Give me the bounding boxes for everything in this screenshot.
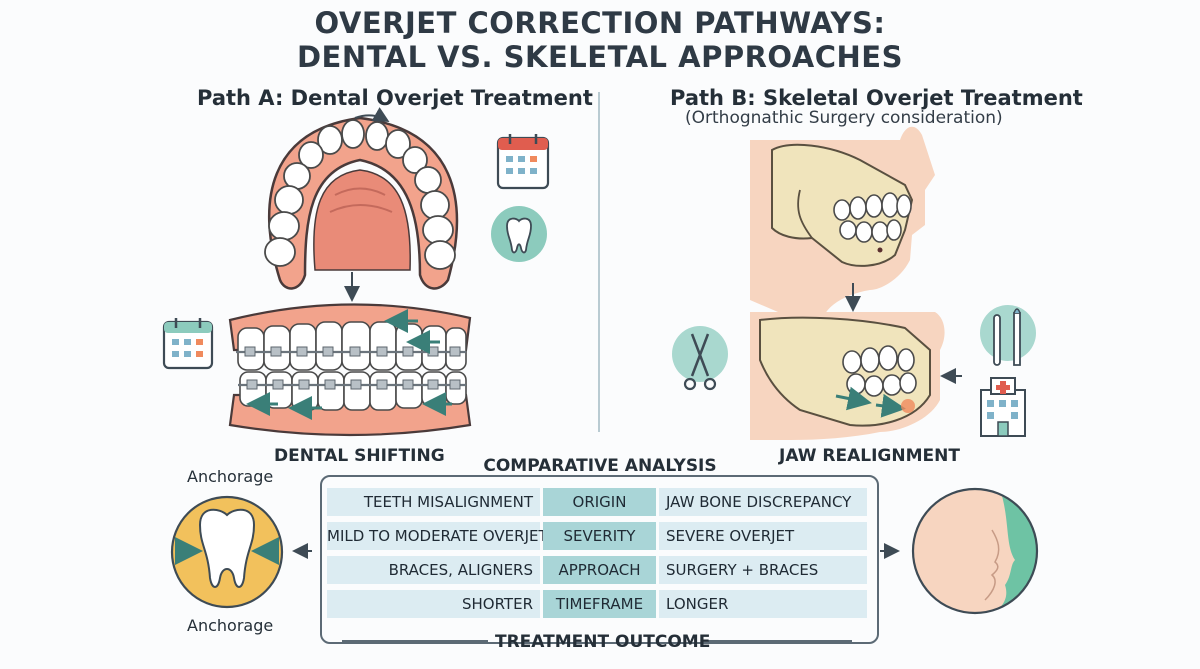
braces-illustration: [228, 303, 472, 437]
comparison-table-frame: [320, 475, 879, 644]
page-title-line-1: OVERJET CORRECTION PATHWAYS:: [314, 6, 886, 40]
comparison-row-approach: BRACES, ALIGNERS APPROACH SURGERY + BRAC…: [327, 556, 867, 584]
skeletal-cell: LONGER: [659, 590, 867, 618]
calendar-icon: [496, 134, 550, 190]
scissors-icon: [672, 326, 728, 391]
path-b-subtitle: (Orthognathic Surgery consideration): [685, 108, 1003, 128]
skeletal-cell: JAW BONE DISCREPANCY: [659, 488, 867, 516]
dental-cell: BRACES, ALIGNERS: [327, 556, 540, 584]
treatment-outcome-label: TREATMENT OUTCOME: [495, 632, 711, 652]
dental-cell: SHORTER: [327, 590, 540, 618]
anchorage-label-bottom: Anchorage: [187, 616, 274, 635]
comparison-row-origin: TEETH MISALIGNMENT ORIGIN JAW BONE DISCR…: [327, 488, 867, 516]
column-divider: [598, 92, 600, 432]
upper-dental-arch-illustration: [264, 107, 459, 290]
criterion-cell: APPROACH: [543, 556, 656, 584]
comparative-analysis-title: COMPARATIVE ANALYSIS: [483, 456, 717, 476]
dental-shifting-caption: DENTAL SHIFTING: [274, 446, 445, 466]
path-a-title: Path A: Dental Overjet Treatment: [197, 86, 593, 110]
skeletal-cell: SEVERE OVERJET: [659, 522, 867, 550]
hospital-icon: [980, 377, 1026, 437]
anchorage-tooth-icon: [170, 495, 284, 609]
dental-cell: TEETH MISALIGNMENT: [327, 488, 540, 516]
criterion-cell: SEVERITY: [543, 522, 656, 550]
path-b-title: Path B: Skeletal Overjet Treatment: [670, 86, 1083, 110]
scalpel-icon: [980, 305, 1036, 366]
page-title-line-2: DENTAL VS. SKELETAL APPROACHES: [296, 40, 903, 74]
criterion-cell: ORIGIN: [543, 488, 656, 516]
jaw-realignment-caption: JAW REALIGNMENT: [779, 446, 960, 466]
comparison-row-timeframe: SHORTER TIMEFRAME LONGER: [327, 590, 867, 618]
tooth-icon: [491, 206, 547, 262]
face-profile-icon: [911, 487, 1039, 615]
skull-profile-illustration: [750, 126, 935, 331]
criterion-cell: TIMEFRAME: [543, 590, 656, 618]
realigned-jaw-illustration: [750, 312, 945, 440]
comparison-row-severity: MILD TO MODERATE OVERJET SEVERITY SEVERE…: [327, 522, 867, 550]
anchorage-label-top: Anchorage: [187, 467, 274, 486]
dental-cell: MILD TO MODERATE OVERJET: [327, 522, 548, 550]
skeletal-cell: SURGERY + BRACES: [659, 556, 867, 584]
calendar-icon: [162, 318, 214, 370]
